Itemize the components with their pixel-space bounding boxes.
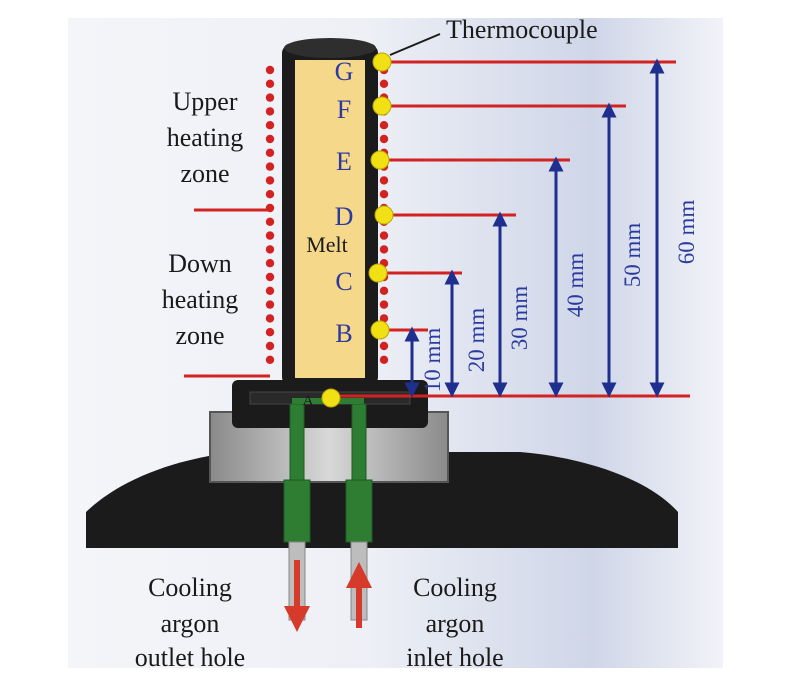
coil-dot-icon xyxy=(379,341,389,351)
coil-dot-icon xyxy=(265,272,275,282)
svg-text:Down: Down xyxy=(168,249,232,278)
thermocouple-dot-icon xyxy=(370,320,390,340)
dim-label-50: 50 mm xyxy=(620,223,645,288)
coil-dot-icon xyxy=(265,148,275,157)
svg-text:Cooling: Cooling xyxy=(413,573,497,602)
down-zone-label: Down heating zone xyxy=(162,249,239,350)
svg-text:Cooling: Cooling xyxy=(148,573,232,602)
svg-text:zone: zone xyxy=(180,159,229,188)
coil-dot-icon xyxy=(265,300,275,309)
thermocouple-leader xyxy=(389,33,441,56)
point-label-b: B xyxy=(335,319,352,348)
inlet-arrow-icon xyxy=(346,562,372,628)
thermocouple-dot-icon xyxy=(368,263,388,283)
svg-text:heating: heating xyxy=(167,123,244,152)
svg-text:outlet hole: outlet hole xyxy=(135,643,245,672)
coil-dot-icon xyxy=(265,286,275,295)
coil-dot-icon xyxy=(265,355,275,364)
dim-label-30: 30 mm xyxy=(507,286,532,351)
outlet-label: Cooling argon outlet hole xyxy=(135,573,245,672)
thermocouple-label: Thermocouple xyxy=(446,15,598,44)
coil-dot-icon xyxy=(379,121,389,130)
dim-label-60: 60 mm xyxy=(674,200,699,265)
thermocouple-dot-icon xyxy=(321,388,341,408)
heating-coil-left xyxy=(265,65,275,364)
coil-dot-icon xyxy=(265,341,275,351)
coil-dot-icon xyxy=(379,314,389,323)
upper-zone-label: Upper heating zone xyxy=(167,87,244,188)
coil-dot-icon xyxy=(265,328,275,337)
svg-text:zone: zone xyxy=(175,321,224,350)
coil-dot-icon xyxy=(265,231,275,240)
crucible-tube xyxy=(282,38,378,385)
coil-dot-icon xyxy=(265,176,275,185)
coil-dot-icon xyxy=(265,121,275,130)
coil-dot-icon xyxy=(265,217,275,226)
thermocouple-dot-icon xyxy=(374,205,394,225)
point-label-e: E xyxy=(336,147,352,176)
point-label-f: F xyxy=(337,95,351,124)
inlet-label: Cooling argon inlet hole xyxy=(406,573,503,672)
coil-dot-icon xyxy=(265,190,275,199)
coil-dot-icon xyxy=(379,355,389,364)
coil-dot-icon xyxy=(265,134,275,144)
svg-text:argon: argon xyxy=(426,609,485,638)
reference-lines xyxy=(340,60,690,398)
dim-label-20: 20 mm xyxy=(464,308,489,373)
dim-label-40: 40 mm xyxy=(563,253,588,318)
coil-dot-icon xyxy=(379,286,389,295)
thermocouple-points xyxy=(321,52,394,408)
coil-dot-icon xyxy=(265,107,275,116)
point-label-d: D xyxy=(335,202,354,231)
point-labels: G F E D C B A xyxy=(303,57,354,409)
coil-dot-icon xyxy=(265,259,275,268)
dim-label-10: 10 mm xyxy=(420,328,445,393)
outlet-arrow-icon xyxy=(284,560,310,632)
thermocouple-dot-icon xyxy=(372,96,392,116)
dimension-arrows xyxy=(404,58,665,398)
coil-dot-icon xyxy=(379,245,389,254)
point-label-c: C xyxy=(335,267,352,296)
coil-dot-icon xyxy=(265,162,275,171)
coil-dot-icon xyxy=(379,134,389,144)
melt-label: Melt xyxy=(306,232,348,257)
coil-dot-icon xyxy=(379,231,389,240)
dimension-labels: 60 mm 50 mm 40 mm 30 mm 20 mm 10 mm xyxy=(420,200,699,393)
coil-dot-icon xyxy=(379,79,389,89)
coil-dot-icon xyxy=(265,65,275,75)
coil-dot-icon xyxy=(265,79,275,89)
coil-dot-icon xyxy=(265,93,275,102)
coil-dot-icon xyxy=(265,314,275,323)
thermocouple-dot-icon xyxy=(372,52,392,72)
point-label-a: A xyxy=(303,393,314,409)
svg-text:argon: argon xyxy=(161,609,220,638)
thermocouple-dot-icon xyxy=(370,150,390,170)
coil-dot-icon xyxy=(379,300,389,309)
svg-text:inlet hole: inlet hole xyxy=(406,643,503,672)
point-label-g: G xyxy=(335,57,354,86)
flow-arrows xyxy=(284,560,372,632)
coil-dot-icon xyxy=(265,245,275,254)
svg-text:Upper: Upper xyxy=(173,87,238,116)
background-panel xyxy=(68,18,723,668)
coil-dot-icon xyxy=(379,176,389,185)
svg-text:heating: heating xyxy=(162,285,239,314)
coil-dot-icon xyxy=(379,190,389,199)
